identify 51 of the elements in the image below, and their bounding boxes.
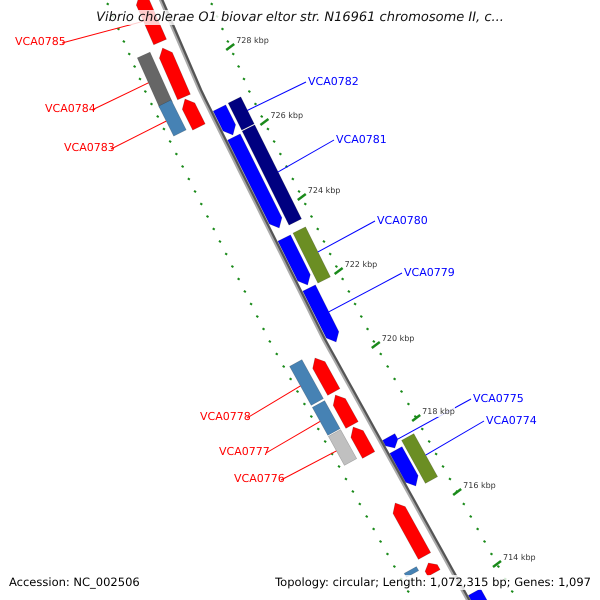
gene-segment — [312, 400, 340, 436]
gene-segment — [312, 358, 340, 396]
gene-segment — [392, 502, 432, 560]
position-label: 714 kbp — [503, 553, 536, 563]
gene-label: VCA0785 — [15, 35, 66, 48]
gene-segment — [332, 394, 359, 429]
gene-label: VCA0779 — [404, 266, 455, 279]
gene-segment — [159, 48, 191, 100]
gene-segment — [278, 234, 311, 286]
gene-segment — [182, 98, 206, 130]
gene-segment — [289, 359, 324, 406]
map-info-text: Accession: NC_002506 — [9, 575, 140, 590]
gene-segment — [212, 104, 236, 136]
gene-segment — [158, 100, 187, 136]
gene-segment — [302, 284, 340, 342]
position-label: 728 kbp — [236, 36, 269, 46]
leader-line — [328, 272, 402, 312]
gene-label: VCA0782 — [308, 75, 359, 88]
position-label: 718 kbp — [422, 407, 455, 417]
position-label: 726 kbp — [270, 111, 304, 121]
gene-label: VCA0780 — [377, 214, 428, 227]
gene-label: VCA0778 — [200, 410, 251, 423]
gene-segment — [424, 562, 440, 577]
gene-label: VCA0775 — [473, 392, 524, 405]
gene-segment — [242, 124, 302, 226]
gene-segment — [468, 588, 490, 600]
gene-segment — [227, 134, 282, 228]
leader-line — [425, 420, 484, 456]
gene-segment — [401, 433, 438, 484]
leader-line — [246, 82, 306, 111]
leader-line — [246, 385, 301, 418]
gene-label: VCA0784 — [45, 102, 96, 115]
gene-label: VCA0777 — [219, 445, 270, 458]
position-label: 720 kbp — [382, 334, 414, 344]
gene-label: VCA0774 — [486, 414, 537, 427]
leader-line — [280, 450, 337, 480]
gene-segment — [389, 446, 418, 486]
gene-segment — [136, 52, 173, 108]
gene-label: VCA0781 — [336, 133, 387, 146]
gene-segment — [228, 96, 255, 130]
gene-segment — [350, 426, 376, 459]
gene-label: VCA0783 — [64, 141, 115, 154]
gene-label: VCA0776 — [234, 472, 285, 485]
gene-segment — [328, 429, 358, 466]
gene-segment — [382, 433, 398, 448]
leader-line — [110, 120, 167, 150]
leader-line — [278, 140, 334, 172]
map-info-text: Topology: circular; Length: 1,072,315 bp; Genes: 1,097 — [275, 575, 591, 590]
position-label: 722 kbp — [344, 260, 378, 270]
position-label: 716 kbp — [463, 481, 496, 491]
gene-segment — [292, 226, 331, 284]
